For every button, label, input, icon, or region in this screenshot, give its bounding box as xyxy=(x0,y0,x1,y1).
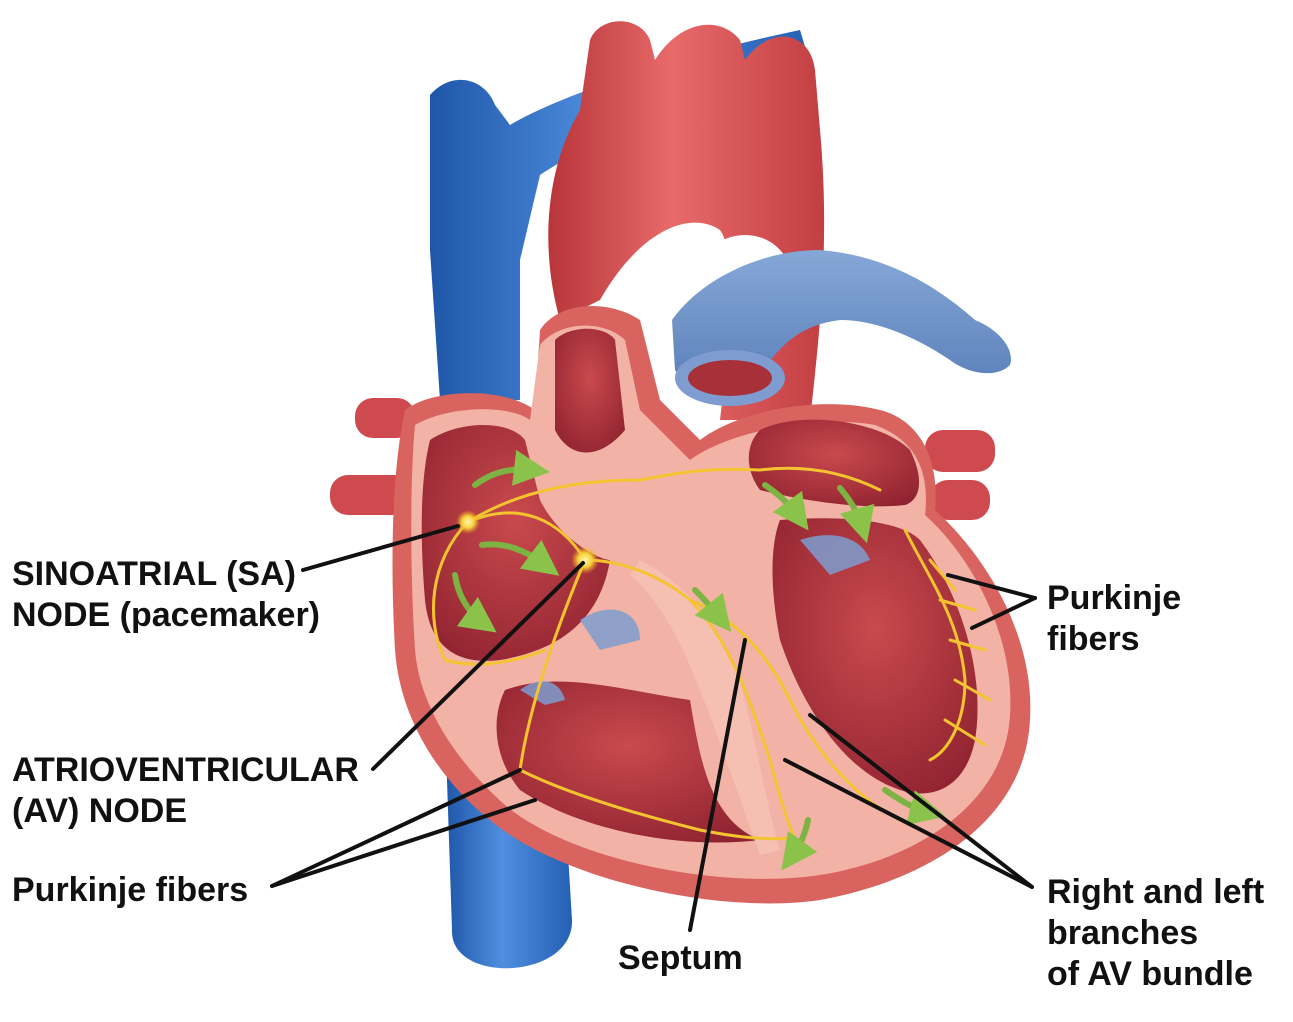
aortic-root xyxy=(555,328,625,453)
av-node-label-line2: (AV) NODE xyxy=(12,792,188,830)
av-bundle-branches-line2: branches xyxy=(1047,914,1199,952)
sa-node xyxy=(456,510,480,534)
septum-text: Septum xyxy=(618,939,743,977)
av-node-label: ATRIOVENTRICULAR (AV) NODE xyxy=(12,750,359,832)
leader-lines xyxy=(270,524,1037,932)
pulmonary-veins xyxy=(330,398,995,520)
av-node-label-line1: ATRIOVENTRICULAR xyxy=(12,751,359,789)
av-bundle-branches-line1: Right and left xyxy=(1047,873,1265,911)
av-bundle-branches-label: Right and left branches of AV bundle xyxy=(1047,872,1264,995)
purkinje-fibers-right-label: Purkinje fibers xyxy=(1047,578,1181,660)
purkinje-fibers-right-line1: Purkinje xyxy=(1047,579,1182,617)
sa-node-label-line1: SINOATRIAL (SA) xyxy=(12,555,296,593)
conduction-fibers xyxy=(431,466,992,852)
purkinje-fibers-left-text: Purkinje fibers xyxy=(12,871,249,909)
pulmonary-artery xyxy=(672,250,1011,406)
septum-label: Septum xyxy=(618,938,743,979)
septum-wall xyxy=(630,560,780,855)
sa-node-label: SINOATRIAL (SA) NODE (pacemaker) xyxy=(12,554,320,636)
sa-node-label-line2: NODE (pacemaker) xyxy=(12,596,321,634)
impulse-arrows xyxy=(452,450,946,871)
purkinje-fibers-left-label: Purkinje fibers xyxy=(12,870,248,911)
right-ventricle xyxy=(496,681,760,843)
av-bundle-branches-line3: of AV bundle xyxy=(1047,955,1253,993)
purkinje-fibers-right-line2: fibers xyxy=(1047,620,1140,658)
heart-valves xyxy=(520,535,870,705)
left-atrium xyxy=(748,419,920,507)
